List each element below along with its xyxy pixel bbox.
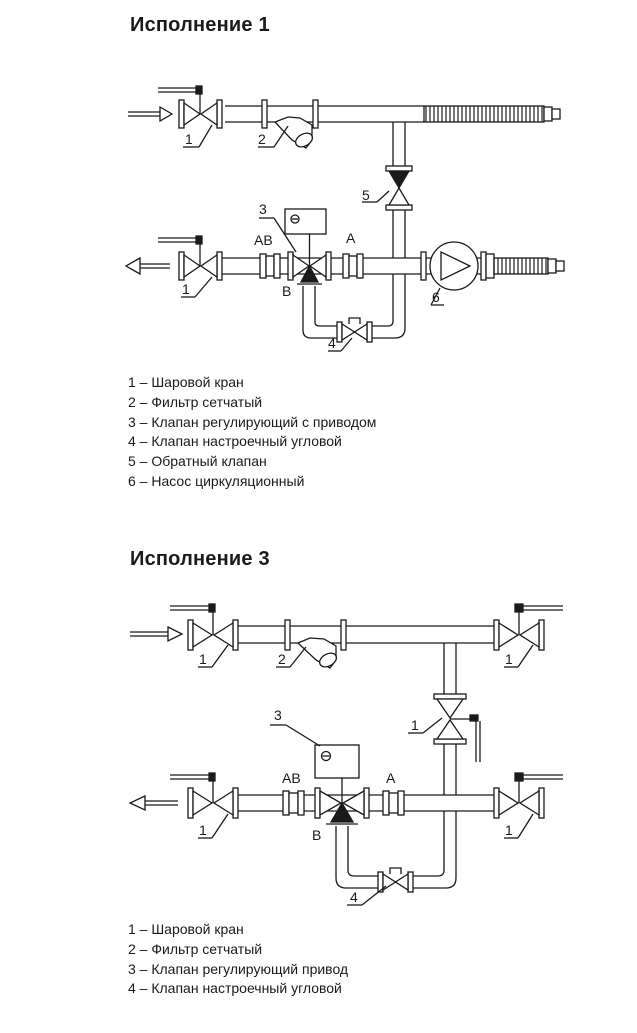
bypass-loop xyxy=(335,811,457,889)
callout-label: 1 xyxy=(182,281,190,297)
port-label: В xyxy=(282,283,291,299)
legend-item: 3 – Клапан регулирующий привод xyxy=(128,960,349,977)
balancing-valve-icon xyxy=(336,317,373,343)
callout-label: 1 xyxy=(411,717,419,733)
flow-out-arrow xyxy=(124,256,170,276)
callout-label: 6 xyxy=(432,289,440,305)
bypass-loop xyxy=(302,274,406,339)
legend-item: 2 – Фильтр сетчатый xyxy=(128,940,263,957)
legend-item: 1 – Шаровой кран xyxy=(128,921,244,937)
legend-item: 4 – Клапан настроечный угловой xyxy=(128,980,342,997)
supply-pipe xyxy=(238,625,494,644)
ball-valve-icon xyxy=(493,772,563,819)
flow-in-arrow xyxy=(128,105,174,123)
legend-item: 3 – Клапан регулирующий с приводом xyxy=(128,413,377,430)
ball-valve-icon xyxy=(170,603,239,651)
diagram1-legend: 1 – Шаровой кран 2 – Фильтр сетчатый 3 –… xyxy=(128,373,376,492)
ball-valve-icon xyxy=(433,693,481,762)
callout-label: 2 xyxy=(258,131,266,147)
callout-label: 4 xyxy=(328,335,336,351)
strainer-icon xyxy=(261,99,319,149)
callout-label: 1 xyxy=(199,651,207,667)
flow-out-arrow xyxy=(128,794,178,812)
callout-label: 1 xyxy=(505,651,513,667)
bypass-pipe xyxy=(392,122,406,258)
leader-lines xyxy=(181,124,444,352)
callout-label: 4 xyxy=(350,889,358,905)
legend-item: 2 – Фильтр сетчатый xyxy=(128,393,263,410)
ball-valve-icon xyxy=(158,85,223,129)
diagram1-title: Исполнение 1 xyxy=(130,14,270,36)
callout-label: 3 xyxy=(259,201,267,217)
leader-lines xyxy=(198,644,534,906)
diagram2-schematic: 1 2 1 3 1 АВ А В 1 1 4 xyxy=(128,603,563,906)
union-fitting-icon xyxy=(382,790,405,816)
diagram2-legend: 1 – Шаровой кран 2 – Фильтр сетчатый 3 –… xyxy=(128,920,348,999)
port-label: В xyxy=(312,827,321,843)
legend-item: 6 – Насос циркуляционный xyxy=(128,472,305,489)
callout-label: 1 xyxy=(505,822,513,838)
diagram1-schematic: 1 2 5 3 АВ А В 1 6 4 xyxy=(124,85,565,352)
balancing-valve-icon xyxy=(377,867,414,893)
legend-item: 4 – Клапан настроечный угловой xyxy=(128,433,342,450)
union-fitting-icon xyxy=(259,253,281,279)
port-label: АВ xyxy=(254,232,273,248)
legend-item: 5 – Обратный клапан xyxy=(128,453,267,470)
supply-pipe xyxy=(225,105,424,123)
diagram2-title: Исполнение 3 xyxy=(130,548,270,570)
ball-valve-icon xyxy=(158,235,223,281)
bypass-pipe xyxy=(443,643,457,795)
port-label: А xyxy=(386,770,396,786)
callout-label: 1 xyxy=(199,822,207,838)
control-valve-icon xyxy=(284,208,332,285)
port-label: А xyxy=(346,230,356,246)
strainer-icon xyxy=(284,619,347,669)
legend-item: 1 – Шаровой кран xyxy=(128,374,244,390)
callout-label: 2 xyxy=(278,651,286,667)
pump-icon xyxy=(420,241,495,291)
union-fitting-icon xyxy=(282,790,305,816)
flexible-hose xyxy=(493,257,565,275)
callout-label: 5 xyxy=(362,187,370,203)
flexible-hose xyxy=(423,105,561,123)
union-fitting-icon xyxy=(342,253,364,279)
check-valve-icon xyxy=(385,165,413,211)
port-label: АВ xyxy=(282,770,301,786)
callout-label: 3 xyxy=(274,707,282,723)
ball-valve-icon xyxy=(493,603,563,651)
flow-in-arrow xyxy=(130,625,184,643)
callout-label: 1 xyxy=(185,131,193,147)
ball-valve-icon xyxy=(170,772,239,819)
control-valve-icon xyxy=(314,744,370,825)
